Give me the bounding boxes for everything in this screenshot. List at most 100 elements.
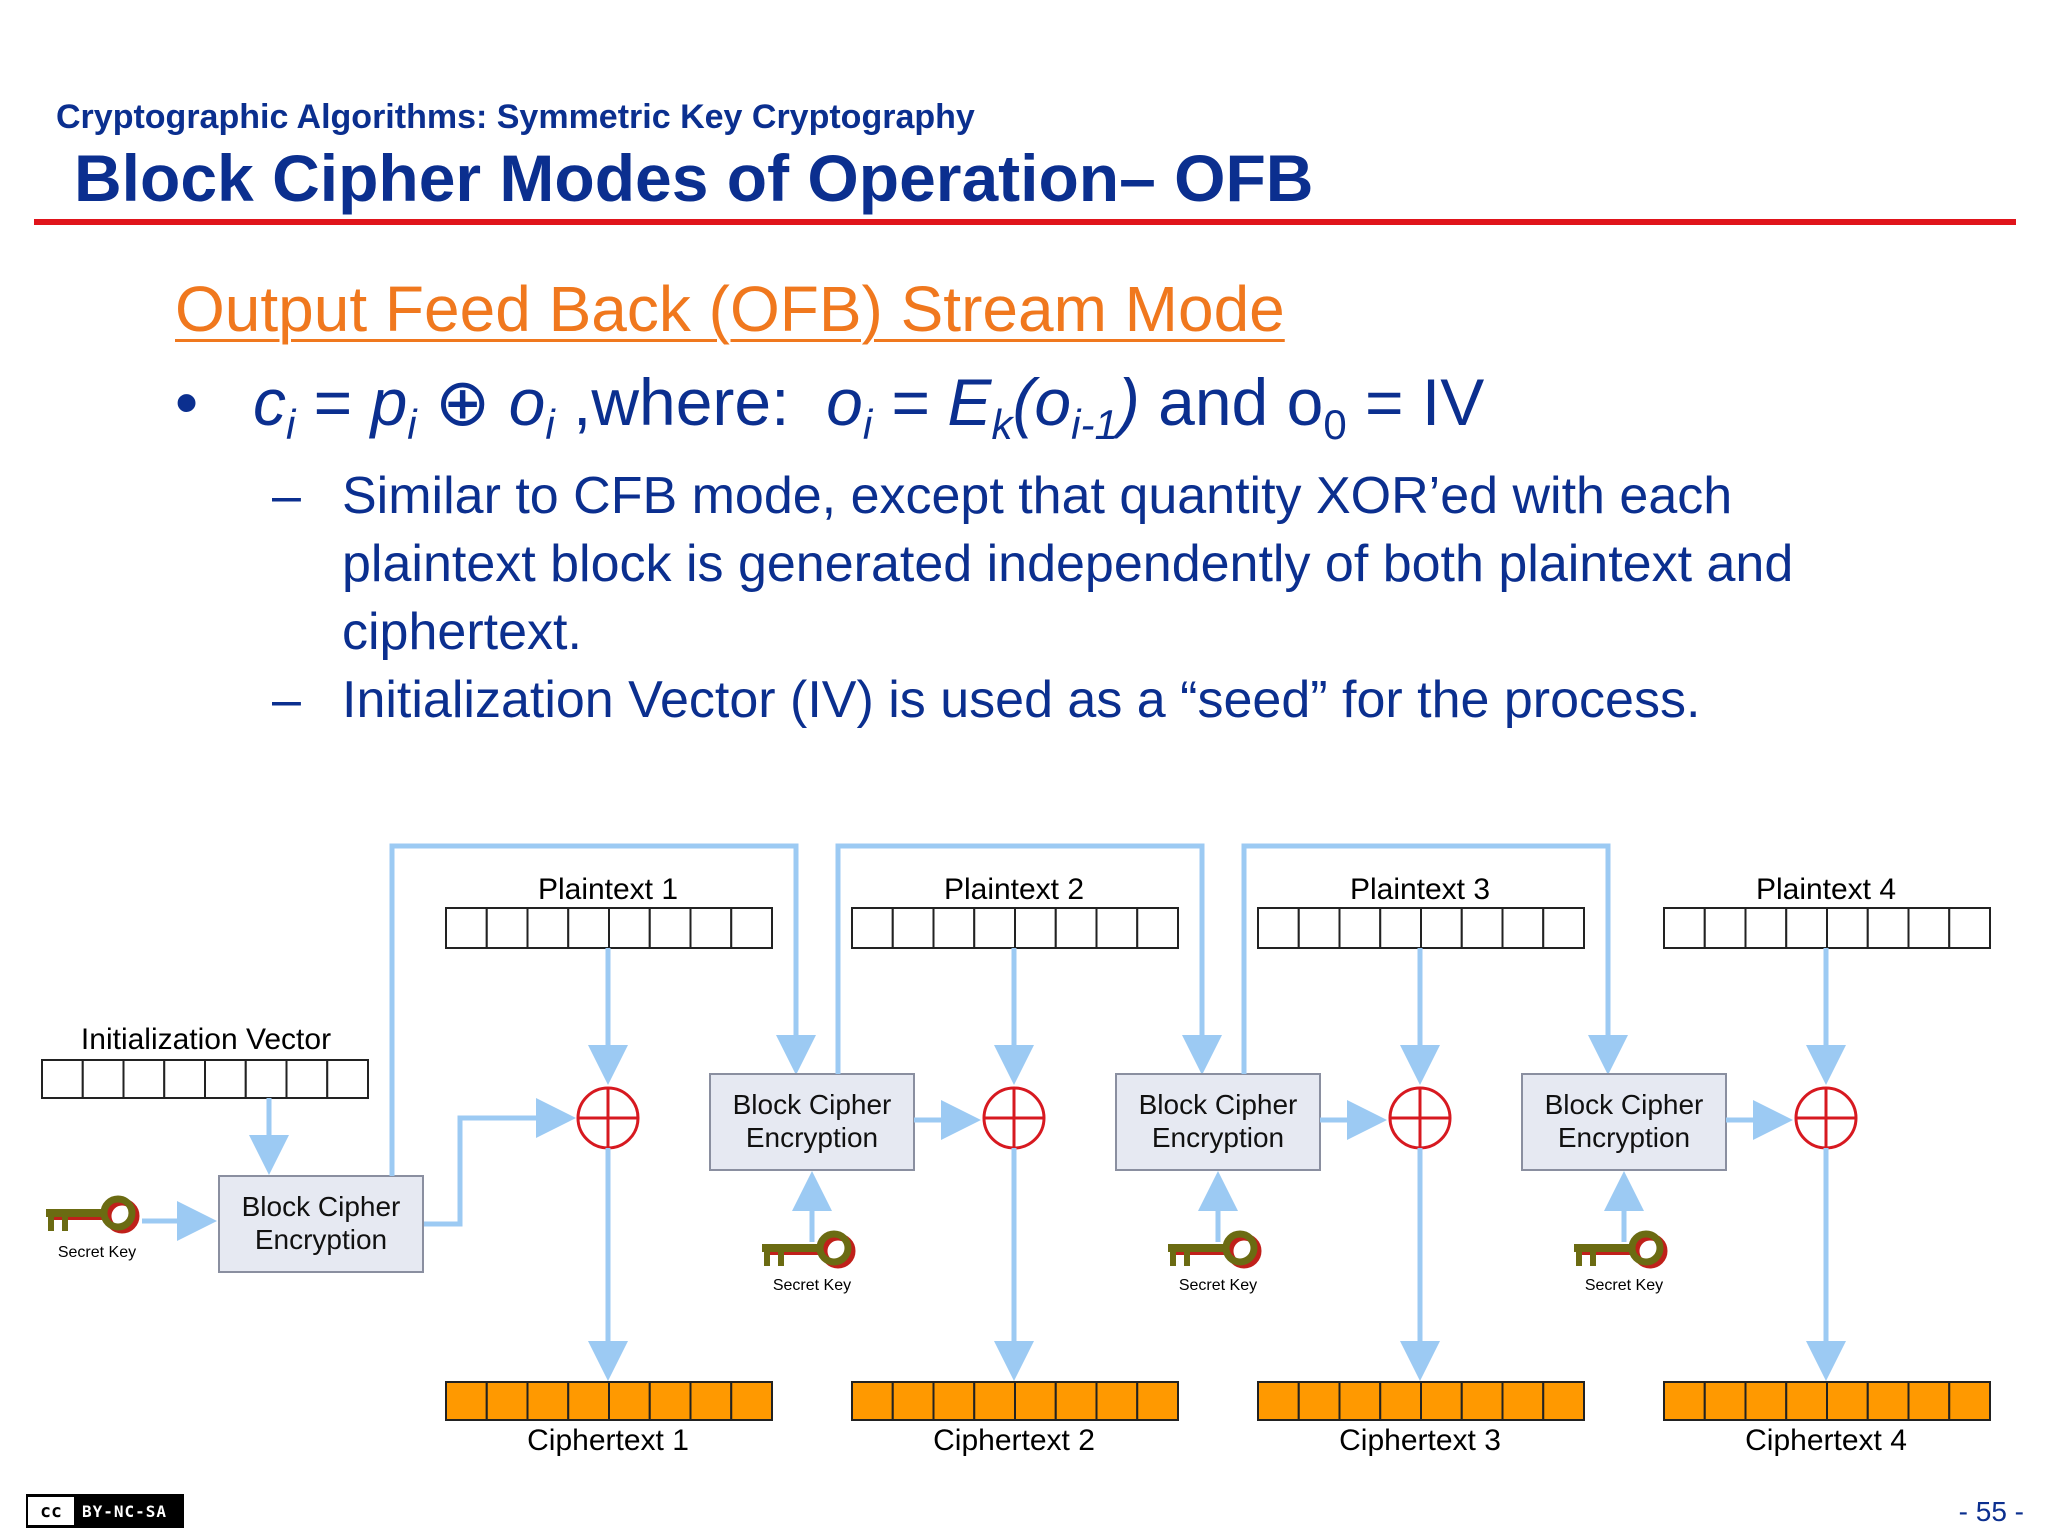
- ciphertext-register-2-cell: [1054, 1381, 1098, 1421]
- plaintext-register-2-cell: [851, 907, 894, 949]
- encryption-box-rect: [1115, 1073, 1321, 1171]
- plaintext-label-3: Plaintext 3: [1350, 873, 1490, 906]
- ciphertext-register-4-cell: [1663, 1381, 1706, 1421]
- formula-c: c: [253, 365, 286, 439]
- plaintext-register-4-cell: [1785, 907, 1828, 949]
- formula-sub-k: k: [991, 401, 1013, 448]
- plaintext-register-4: [1663, 907, 1991, 949]
- plaintext-register-2: [851, 907, 1179, 949]
- key-shaft: [46, 1209, 106, 1217]
- page-number: - 55 -: [1958, 1496, 2024, 1527]
- ciphertext-register-2-cell: [973, 1381, 1016, 1421]
- formula-sub-i: i: [286, 401, 296, 448]
- plaintext-register-1-cell: [648, 907, 692, 949]
- plaintext-register-2-cell: [973, 907, 1016, 949]
- xor-icon: [576, 1086, 640, 1150]
- ciphertext-register-3-cell: [1460, 1381, 1504, 1421]
- encryption-box-rect: [218, 1175, 424, 1273]
- ciphertext-register-4-cell: [1866, 1381, 1910, 1421]
- ciphertext-register-4-cell: [1785, 1381, 1828, 1421]
- cc-license-badge: cc BY-NC-SA: [26, 1494, 184, 1528]
- formula-p: p: [370, 365, 408, 439]
- formula-sub-i-minus-1: i-1: [1071, 401, 1118, 448]
- key-bow: [1222, 1230, 1258, 1266]
- key-tooth: [1170, 1252, 1176, 1266]
- key-icon: [762, 1230, 856, 1269]
- plaintext-label-4: Plaintext 4: [1756, 873, 1896, 906]
- iv-register-cell: [81, 1059, 125, 1099]
- iv-register-cell: [244, 1059, 288, 1099]
- ciphertext-register-2-cell: [851, 1381, 894, 1421]
- formula-and-o: and o: [1139, 365, 1324, 439]
- ciphertext-register-1-cell: [689, 1381, 733, 1421]
- formula-o: o: [508, 365, 546, 439]
- ciphertext-register-1-cell: [608, 1381, 651, 1421]
- plaintext-register-3-cell: [1257, 907, 1300, 949]
- sub-bullet-list: – Similar to CFB mode, except that quant…: [272, 462, 1932, 734]
- key-icon: [46, 1195, 140, 1234]
- sub-bullet-text: Initialization Vector (IV) is used as a …: [342, 671, 1701, 729]
- key-tooth: [1184, 1252, 1190, 1266]
- ciphertext-register-1-cell: [648, 1381, 692, 1421]
- encryption-box-rect: [1521, 1073, 1727, 1171]
- formula-sub-i: i: [407, 401, 417, 448]
- ciphertext-register-3-cell: [1257, 1381, 1300, 1421]
- key-tooth: [62, 1217, 68, 1231]
- title-underline-rule: [34, 219, 2016, 225]
- ciphertext-register-1-cell: [445, 1381, 488, 1421]
- plaintext-register-2-cell: [1014, 907, 1057, 949]
- formula-sub-zero: 0: [1323, 401, 1347, 448]
- plaintext-register-3-cell: [1297, 907, 1341, 949]
- formula-E: E: [947, 365, 992, 439]
- plaintext-register-3-cell: [1460, 907, 1504, 949]
- plaintext-register-1-cell: [730, 907, 773, 949]
- plaintext-label-1: Plaintext 1: [538, 873, 678, 906]
- key-tooth: [48, 1217, 54, 1231]
- iv-register-cell: [41, 1059, 84, 1099]
- arrow-enc1-to-xor-1: [424, 1098, 576, 1227]
- sub-bullet-text: Similar to CFB mode, except that quantit…: [342, 467, 1794, 661]
- slide-title: Block Cipher Modes of Operation– OFB: [74, 141, 1314, 215]
- encryption-box-rect: [709, 1073, 915, 1171]
- key-tooth: [1576, 1252, 1582, 1266]
- plaintext-register-3-cell: [1420, 907, 1463, 949]
- ciphertext-register-2-cell: [1014, 1381, 1057, 1421]
- key-bow: [816, 1230, 852, 1266]
- ciphertext-register-4-cell: [1907, 1381, 1951, 1421]
- plaintext-register-1: [445, 907, 773, 949]
- plaintext-register-1-cell: [567, 907, 610, 949]
- ciphertext-register-4: [1663, 1381, 1991, 1421]
- plaintext-register-1-cell: [608, 907, 651, 949]
- dash-marker: –: [272, 671, 301, 729]
- plaintext-register-1-cell: [526, 907, 570, 949]
- ciphertext-register-2-cell: [1136, 1381, 1179, 1421]
- iv-register-cell: [326, 1059, 369, 1099]
- formula-equals: =: [295, 365, 371, 439]
- secret-key-label-3: Secret Key: [1179, 1277, 1257, 1294]
- xor-icon: [1794, 1086, 1858, 1150]
- cc-logo-icon: cc: [28, 1497, 74, 1525]
- formula-sub-i: i: [545, 401, 555, 448]
- plaintext-register-2-cell: [1095, 907, 1139, 949]
- ciphertext-register-3-cell: [1542, 1381, 1585, 1421]
- formula-where: ,where:: [554, 365, 808, 439]
- formula-o: o: [826, 365, 863, 439]
- key-bow: [1628, 1230, 1664, 1266]
- ciphertext-register-2-cell: [1095, 1381, 1139, 1421]
- plaintext-register-2-cell: [891, 907, 935, 949]
- plaintext-register-1-cell: [689, 907, 733, 949]
- plaintext-register-3-cell: [1501, 907, 1545, 949]
- formula-close-paren: ): [1117, 365, 1140, 439]
- iv-register-cell: [204, 1059, 247, 1099]
- ciphertext-register-3-cell: [1501, 1381, 1545, 1421]
- slide-kicker: Cryptographic Algorithms: Symmetric Key …: [56, 98, 975, 136]
- plaintext-label-2: Plaintext 2: [944, 873, 1084, 906]
- iv-register: [41, 1059, 369, 1099]
- key-bow: [100, 1195, 136, 1231]
- arrow-enc1-feedback: [389, 843, 816, 1176]
- xor-icon: [1388, 1086, 1452, 1150]
